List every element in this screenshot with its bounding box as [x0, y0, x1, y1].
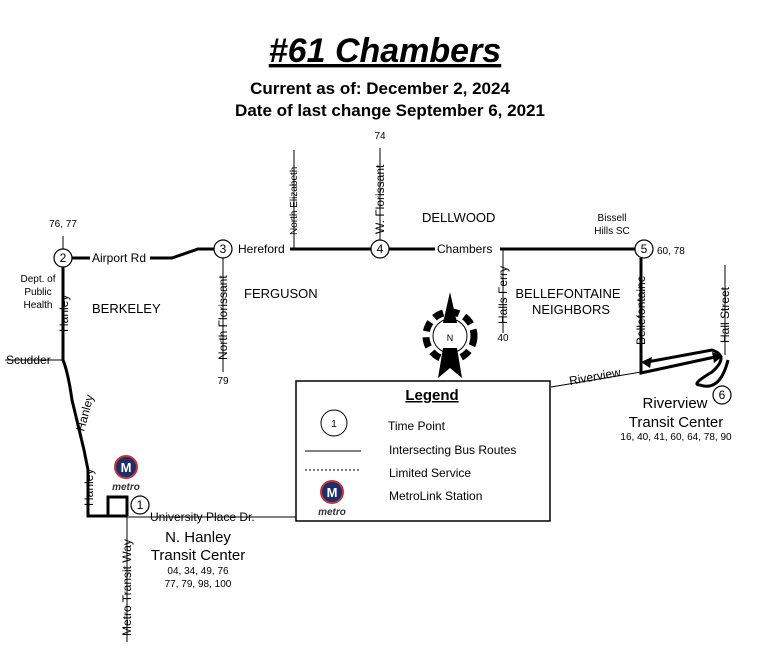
intersecting-lines	[5, 148, 726, 642]
time-point-4: 4	[370, 239, 390, 259]
street-hanley-3: Hanley	[82, 469, 96, 506]
street-university-place: University Place Dr.	[150, 510, 255, 524]
metrolink-icon: M metro	[112, 455, 140, 493]
area-neighbors: NEIGHBORS	[532, 302, 610, 317]
street-airport-rd: Airport Rd	[92, 251, 146, 265]
svg-text:1: 1	[331, 419, 337, 430]
svg-text:M: M	[121, 460, 132, 475]
street-hereford: Hereford	[238, 242, 285, 256]
legend-limited: Limited Service	[389, 466, 471, 480]
svg-text:3: 3	[220, 242, 227, 256]
riverview-tc-name: Riverview	[642, 395, 707, 412]
time-point-3: 3	[213, 239, 233, 259]
svg-text:metro: metro	[318, 507, 346, 518]
svg-text:M: M	[327, 485, 338, 500]
last-change-date: Date of last change September 6, 2021	[235, 101, 545, 120]
svg-text:2: 2	[60, 251, 67, 265]
place-dph-3: Health	[24, 300, 53, 311]
route-61-path	[61, 247, 730, 518]
street-halls-ferry: Halls Ferry	[496, 266, 510, 324]
area-bellefontaine: BELLEFONTAINE	[515, 286, 621, 301]
time-point-6: 6	[712, 385, 732, 405]
time-point-1: 1	[130, 495, 150, 515]
current-date: Current as of: December 2, 2024	[250, 79, 510, 98]
street-scudder: Scudder	[6, 353, 51, 367]
svg-text:1: 1	[137, 498, 144, 512]
riverview-tc-routes: 16, 40, 41, 60, 64, 78, 90	[620, 432, 732, 443]
legend-time-point: Time Point	[388, 419, 446, 433]
compass-north-icon: N	[422, 292, 478, 378]
time-point-2: 2	[53, 248, 73, 268]
hanley-tc-routes-2: 77, 79, 98, 100	[165, 579, 232, 590]
svg-text:5: 5	[641, 242, 648, 256]
legend-intersecting: Intersecting Bus Routes	[389, 443, 516, 457]
riverview-tc-name-2: Transit Center	[629, 414, 723, 431]
svg-text:6: 6	[719, 388, 726, 402]
hanley-tc-name-2: Transit Center	[151, 547, 245, 564]
street-metro-transit-way: Metro Transit Way	[120, 539, 134, 636]
street-north-florissant: North Florissant	[216, 275, 230, 360]
street-chambers: Chambers	[437, 242, 492, 256]
time-point-5: 5	[634, 239, 654, 259]
routes-tp5: 60, 78	[657, 246, 685, 257]
street-bellefontaine: Bellefontaine	[634, 275, 648, 345]
svg-text:N: N	[447, 333, 454, 343]
street-north-elizabeth: North Elizabeth	[289, 167, 300, 235]
street-w-florissant: W. Florissant	[373, 164, 387, 234]
place-dph-1: Dept. of	[20, 274, 55, 285]
legend-title: Legend	[405, 387, 458, 404]
svg-text:4: 4	[377, 242, 384, 256]
area-ferguson: FERGUSON	[244, 286, 318, 301]
area-dellwood: DELLWOOD	[422, 210, 495, 225]
area-berkeley: BERKELEY	[92, 301, 161, 316]
hanley-tc-routes-1: 04, 34, 49, 76	[167, 566, 229, 577]
street-hall-street: Hall Street	[718, 286, 732, 343]
routes-north-florissant: 79	[217, 376, 229, 387]
legend: Legend 1 Time Point Intersecting Bus Rou…	[295, 380, 551, 522]
street-hanley: Hanley	[57, 295, 71, 332]
svg-text:metro: metro	[112, 482, 140, 493]
street-hanley-2: Hanley	[73, 393, 96, 433]
place-dph-2: Public	[24, 287, 51, 298]
place-bissell-1: Bissell	[598, 213, 627, 224]
routes-tp2: 76, 77	[49, 219, 77, 230]
place-bissell-2: Hills SC	[594, 226, 630, 237]
hanley-tc-name: N. Hanley	[165, 529, 231, 546]
map-title: #61 Chambers	[269, 32, 501, 70]
routes-halls-ferry: 40	[497, 333, 509, 344]
street-riverview: Riverview	[568, 365, 622, 388]
routes-w-florissant: 74	[374, 131, 386, 142]
legend-metrolink: MetroLink Station	[389, 489, 482, 503]
